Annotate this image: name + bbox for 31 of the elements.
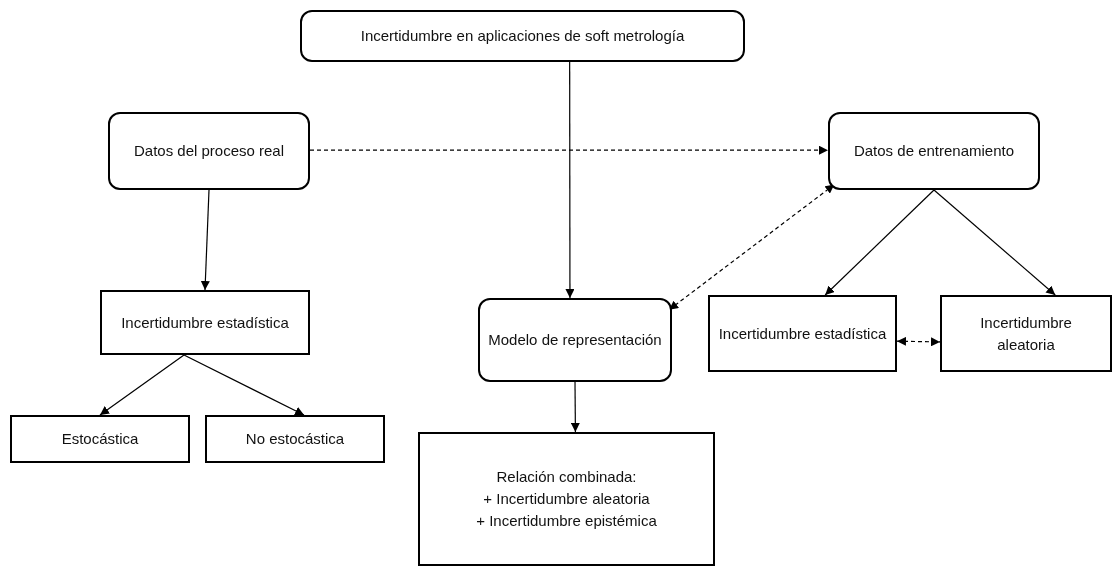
arrow bbox=[99, 354, 185, 416]
arrow bbox=[933, 189, 1056, 296]
title-box bbox=[300, 10, 745, 62]
process-box bbox=[100, 290, 310, 355]
process-box bbox=[828, 112, 1040, 190]
node-label: Modelo de representación bbox=[488, 330, 662, 351]
arrow bbox=[824, 189, 935, 296]
node-label: Relación combinada: bbox=[496, 467, 637, 488]
node-label: + Incertidumbre epistémica bbox=[476, 510, 657, 531]
process-box bbox=[205, 415, 385, 463]
node-label: + Incertidumbre aleatoria bbox=[483, 489, 650, 510]
node-label: Incertidumbre estadística bbox=[718, 323, 887, 344]
arrow bbox=[896, 336, 941, 347]
arrow bbox=[183, 354, 305, 416]
node-label: Datos del proceso real bbox=[133, 141, 285, 162]
arrow bbox=[200, 189, 210, 291]
node-label: Estocástica bbox=[61, 429, 139, 450]
process-box bbox=[478, 298, 672, 382]
arrow bbox=[309, 145, 829, 155]
process-box bbox=[418, 432, 715, 566]
process-box bbox=[708, 295, 897, 372]
process-box bbox=[108, 112, 310, 190]
node-label: Incertidumbre aleatoria bbox=[979, 312, 1073, 355]
node-label: No estocástica bbox=[245, 429, 345, 450]
process-box bbox=[940, 295, 1112, 372]
arrow bbox=[565, 61, 575, 299]
node-label: Incertidumbre en aplicaciones de soft metrología bbox=[360, 26, 685, 47]
process-box bbox=[10, 415, 190, 463]
node-label: Incertidumbre estadística bbox=[121, 312, 289, 333]
node-label: Datos de entrenamiento bbox=[853, 141, 1015, 162]
arrow bbox=[570, 381, 580, 433]
